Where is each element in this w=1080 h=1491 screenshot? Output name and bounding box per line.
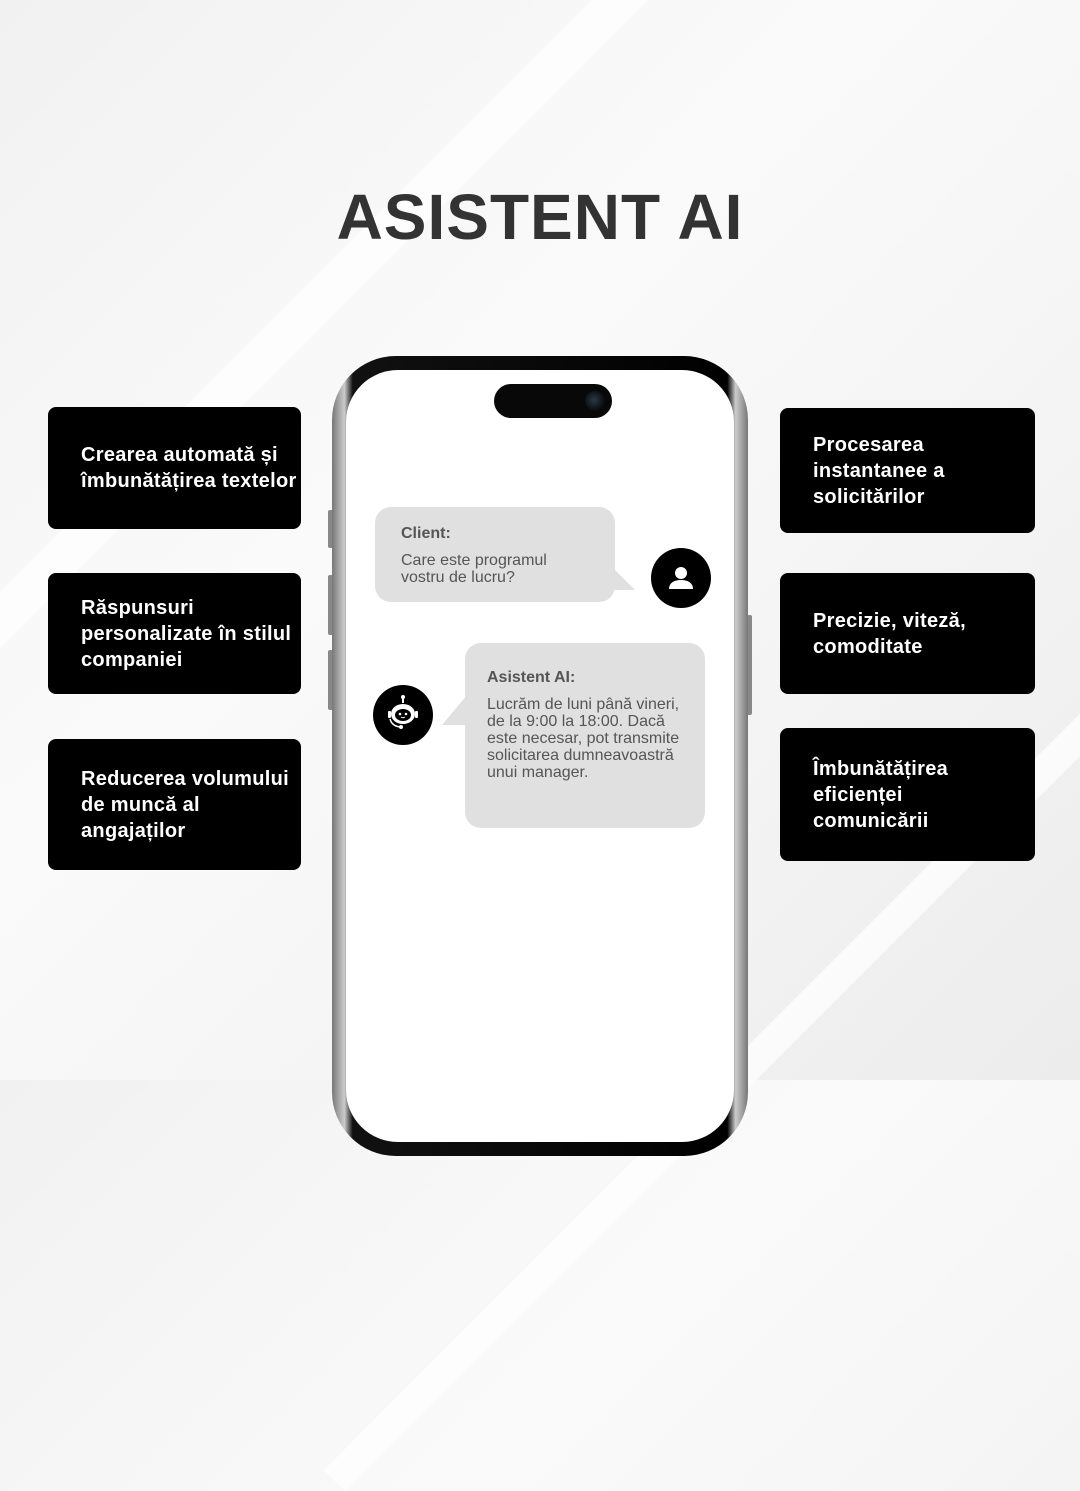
user-avatar-icon (651, 548, 711, 608)
client-message-bubble: Client: Care este programul vostru de lu… (375, 507, 615, 602)
camera-icon (585, 391, 605, 411)
feature-text: Răspunsuri personalizate în stilul compa… (81, 596, 292, 671)
page-title: ASISTENT AI (336, 181, 744, 253)
phone-side-button (328, 575, 333, 635)
phone-mockup (332, 356, 748, 1156)
feature-box-left-3: Reducerea volumului de muncă al angajați… (48, 739, 301, 870)
phone-side-button (747, 615, 752, 715)
phone-side-button (328, 510, 333, 548)
feature-box-right-3: Îmbunătățirea eficienței comunicării (780, 728, 1035, 861)
client-bubble-tail (605, 560, 635, 590)
assistant-sender: Asistent AI: (487, 669, 576, 686)
feature-text: Îmbunătățirea eficienței comunicării (813, 757, 949, 832)
feature-text: Precizie, viteză, comoditate (813, 609, 966, 658)
feature-text: Crearea automată și îmbunătățirea textel… (81, 444, 297, 492)
feature-box-right-1: Procesarea instantanee a solicitărilor (780, 408, 1035, 533)
feature-box-left-1: Crearea automată și îmbunătățirea textel… (48, 407, 301, 529)
feature-box-right-2: Precizie, viteză, comoditate (780, 573, 1035, 694)
robot-avatar-icon (373, 685, 433, 745)
assistant-bubble-tail (442, 695, 467, 725)
feature-text: Reducerea volumului de muncă al angajați… (81, 767, 289, 842)
client-sender: Client: (401, 525, 451, 542)
dynamic-island (494, 384, 612, 418)
assistant-message-bubble: Asistent AI: Lucrăm de luni până vineri,… (465, 643, 705, 828)
feature-box-left-2: Răspunsuri personalizate în stilul compa… (48, 573, 301, 694)
assistant-message-text: Lucrăm de luni până vineri, de la 9:00 l… (487, 696, 680, 781)
phone-side-button (328, 650, 333, 710)
client-message-text: Care este programul vostru de lucru? (401, 552, 547, 586)
feature-text: Procesarea instantanee a solicitărilor (813, 433, 945, 508)
